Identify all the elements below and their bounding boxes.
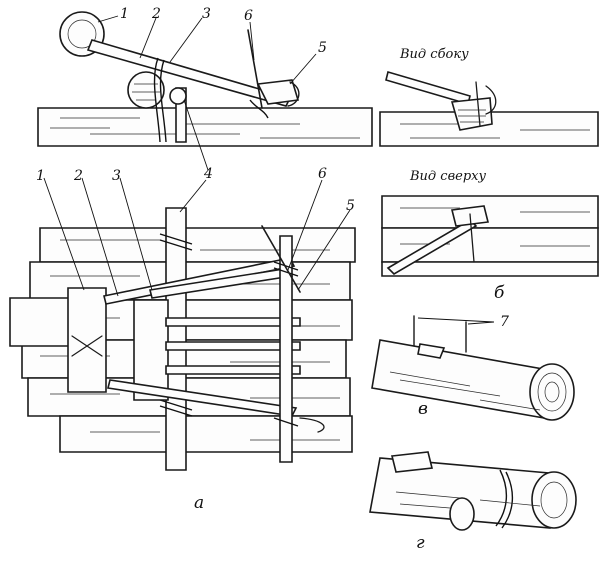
callout-5-top: 5 xyxy=(318,40,327,56)
slat-3 xyxy=(165,365,301,375)
pegs xyxy=(413,315,467,353)
peg-log-grain xyxy=(389,371,541,411)
wheel-log-end xyxy=(531,471,577,529)
peg-log-ring-2 xyxy=(544,381,560,403)
callout-1-top: 1 xyxy=(120,6,129,22)
side-rope xyxy=(153,57,167,143)
callout-1-plan: 1 xyxy=(36,168,45,184)
plan-log-6 xyxy=(59,415,353,453)
callout-2-top: 2 xyxy=(151,6,161,22)
sv-trigger-hatch xyxy=(458,109,486,123)
sv-lever xyxy=(385,70,471,106)
sv-log xyxy=(379,111,599,147)
plan-callouts: 1 2 3 4 6 5 xyxy=(36,166,355,297)
log-wheel-panel: г xyxy=(369,451,577,553)
side-stake xyxy=(247,29,263,109)
top-view-panel: Вид сверху б xyxy=(381,169,599,303)
callout-7: 7 xyxy=(500,314,509,330)
peg-log-ring-1 xyxy=(537,372,567,412)
log-pegs-panel: 7 в xyxy=(371,314,575,421)
callout-6-top: 6 xyxy=(244,8,253,24)
callout-2-plan: 2 xyxy=(73,168,83,184)
slat-1 xyxy=(165,317,301,327)
wheel-log-rope xyxy=(495,469,513,529)
sv-stake xyxy=(475,81,481,127)
tv-log-3 xyxy=(381,261,599,277)
wheel-log-notch xyxy=(391,451,433,473)
tv-stake xyxy=(469,213,475,263)
peg-log-end xyxy=(529,363,575,421)
plan-log-1 xyxy=(39,227,356,263)
panel-letter-a: а xyxy=(194,493,204,513)
right-stake xyxy=(279,235,293,463)
panel-letter-g: г xyxy=(416,533,425,553)
panel-letter-v: в xyxy=(418,399,428,419)
frame-plate xyxy=(133,299,169,401)
trigger-hook xyxy=(299,417,325,433)
side-hook-curve xyxy=(287,81,300,107)
caption-side-view: Вид сбоку xyxy=(399,47,469,62)
side-view-panel: Вид сбоку xyxy=(379,47,599,147)
tv-log-grain xyxy=(400,207,590,247)
tv-lever xyxy=(386,218,478,276)
lever-arm xyxy=(86,39,292,107)
central-post-bindings xyxy=(159,233,193,417)
slat-2 xyxy=(165,341,301,351)
drum-wheel xyxy=(127,71,165,109)
small-wheel xyxy=(449,497,475,531)
callout-3-plan: 3 xyxy=(112,168,121,184)
callout-6-plan: 6 xyxy=(318,166,327,182)
caption-top-view: Вид сверху xyxy=(409,169,486,184)
side-log xyxy=(37,107,373,147)
weight-block xyxy=(67,287,107,393)
side-elevation-view: 1 2 3 6 5 xyxy=(37,6,373,171)
side-trigger-hook xyxy=(256,79,300,105)
callout-4-plan: 4 xyxy=(203,166,213,182)
sv-hook xyxy=(485,85,497,115)
trigger-rod xyxy=(261,225,301,293)
side-pulley xyxy=(169,87,187,105)
side-stake-rope xyxy=(249,99,269,119)
panel-letter-b: б xyxy=(494,283,505,303)
peg-notch xyxy=(417,343,446,359)
callout-3-top: 3 xyxy=(202,6,211,22)
side-callouts: 1 2 3 6 5 xyxy=(97,6,327,171)
wheel-log-ring xyxy=(540,481,568,519)
right-stake-bindings xyxy=(273,261,299,427)
wheel-log-grain xyxy=(395,491,541,509)
weight-wheel-inner xyxy=(67,19,97,49)
left-log-block xyxy=(9,297,71,347)
main-plan-view: 1 2 3 4 6 5 а xyxy=(9,166,356,513)
weight-block-cross xyxy=(71,335,103,357)
callout-5-plan: 5 xyxy=(346,198,355,214)
